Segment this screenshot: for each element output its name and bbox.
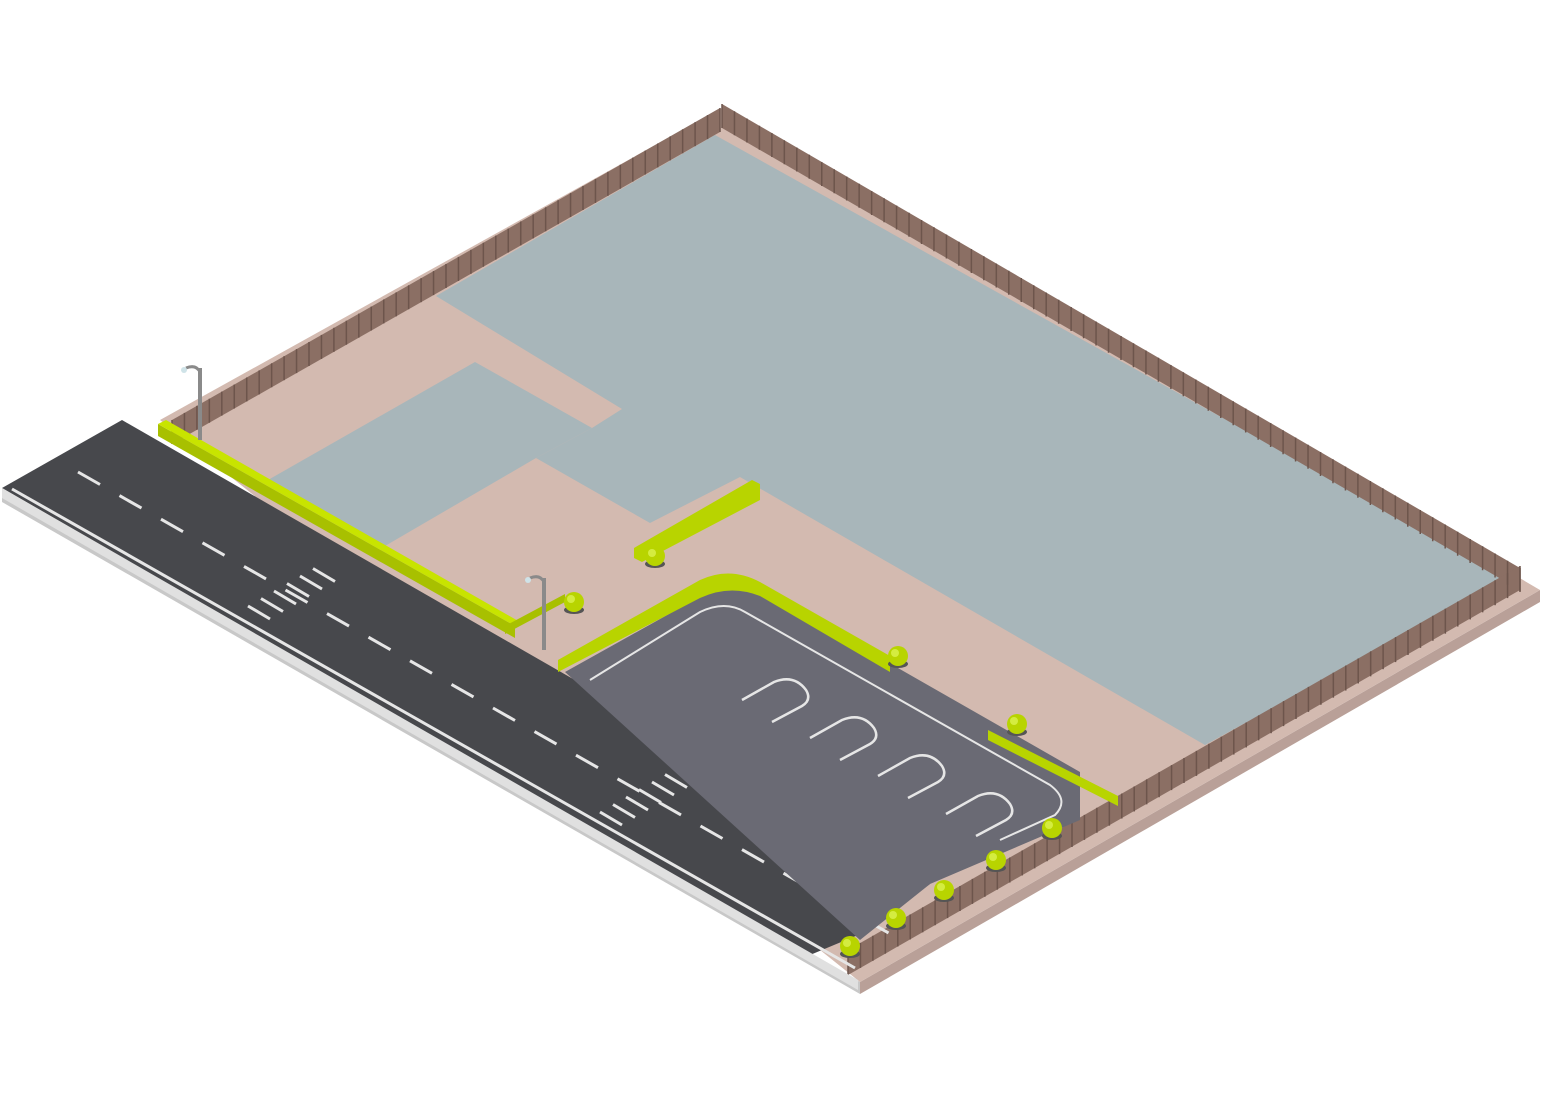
lane-dash [243,565,267,581]
shrub-highlight [889,911,897,919]
parking-outline [589,605,1063,841]
crosswalk-stripe [299,574,323,591]
lane-dash [409,659,433,675]
crosswalk-stripe [664,773,688,789]
lane-dash [201,541,226,557]
lane-dash [533,730,558,746]
shrub [934,880,954,900]
parking-space [809,716,878,762]
crosswalk-stripe [286,582,310,598]
lane-dash [326,612,350,628]
building-pad-secondary [268,362,592,546]
shrub [1042,818,1062,838]
shrub [886,908,906,928]
parking-space [945,792,1014,838]
shrub-highlight [937,883,945,891]
shrubs [564,546,1062,958]
lane-dash [616,777,641,793]
lane-dash [77,470,101,486]
building-pad-main [436,135,1510,745]
shrub-highlight [1010,717,1018,725]
street-lamp-2 [525,575,546,650]
parking-space [877,754,946,800]
crosswalk-stripe [638,788,662,804]
shrub [564,592,584,612]
crosswalk-stripe [599,810,623,827]
hedge-road-left [158,420,565,638]
shrub [840,936,860,956]
lane-dash [118,494,143,510]
shrub-highlight [1045,821,1053,829]
lane-dash [284,588,309,604]
shrub-highlight [891,649,899,657]
shrub [1007,714,1027,734]
crosswalk-stripe [651,780,675,797]
crosswalk-stripe [247,604,271,621]
hedge-right [988,730,1118,806]
crosswalk-stripe [612,803,636,819]
shrub-highlight [843,939,851,947]
crosswalk-stripe [625,795,649,812]
fence-posts [171,104,1521,975]
parking-spaces [741,678,1014,838]
road [2,420,930,955]
road-edge-line [11,487,856,970]
shrub [888,646,908,666]
crosswalk-north [247,567,336,621]
parking-space [741,678,810,724]
crosswalk-stripe [312,567,336,583]
lane-dash [367,635,392,652]
crosswalk-south [599,773,688,827]
crosswalk-stripe [273,589,297,606]
lane-dash [699,824,724,840]
road-curb [2,488,858,990]
shrub-highlight [567,595,575,603]
shrub [645,546,665,566]
ground-slab-edge [860,590,1540,994]
lane-dash [160,517,184,534]
lane-dashes [77,470,890,935]
shrub [986,850,1006,870]
lane-dash [658,801,682,817]
shrub-highlight [989,853,997,861]
crosswalk-stripe [260,597,284,613]
parking-lot [565,584,1080,940]
lane-dash [450,683,475,699]
lane-dash [575,753,599,770]
street-lamp-1 [181,365,202,440]
hedge-parking-curve [558,573,890,672]
lane-dash [492,706,516,722]
hedge-center [634,480,760,562]
lane-dash [741,848,765,864]
shrub-highlight [648,549,656,557]
